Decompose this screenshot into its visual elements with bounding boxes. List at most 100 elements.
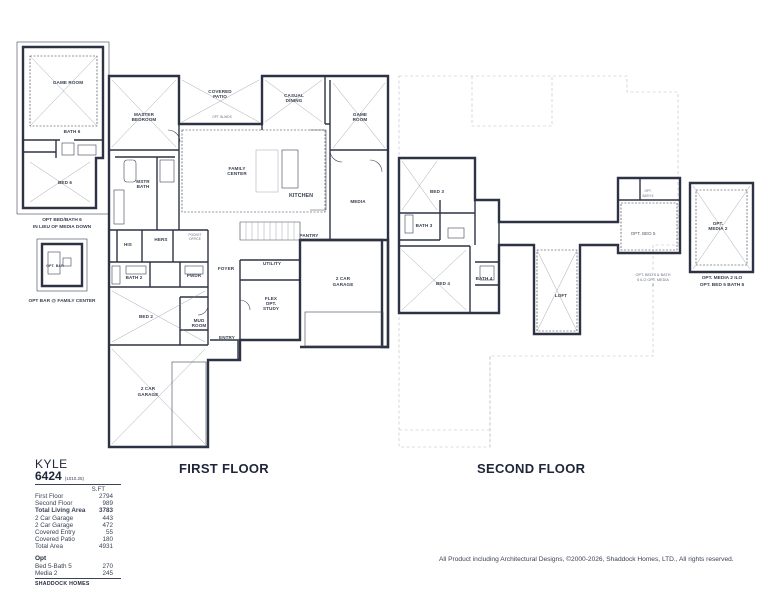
inset-bed6-caption-1: OPT BED/BATH 6 [42,217,82,223]
area-row: 2 Car Garage 443 [35,515,121,522]
second-floor-title: SECOND FLOOR [477,461,586,476]
plan-number-row: 6424 (1010.25) [35,470,121,483]
first-floor-plan: 2 CAR GARAGE [107,74,390,449]
inset-bed6-label: BED 6 [58,180,72,185]
pocket-office-label-2: OFFICE [189,237,201,241]
flex-label-1: FLEX [265,296,278,301]
area-row-label: Bed 5-Bath 5 [35,562,72,570]
garage-a-label-1: 2 CAR [141,386,156,391]
area-summary: KYLE 6424 (1010.25) S.FT First Floor 2794… [35,458,121,587]
bed2-label: BED 2 [139,314,153,319]
foyer-label: FOYER [218,266,235,271]
garage-a-label-2: GARAGE [138,392,159,397]
area-row: Covered Patio 180 [35,536,121,543]
master-bedroom-label-2: BEDROOM [132,117,157,122]
media-label: MEDIA [350,199,366,204]
family-center-label-2: CENTER [227,171,247,176]
second-floor-plan [397,75,755,448]
game-room-label-2: ROOM [353,117,368,122]
first-floor-title: FIRST FLOOR [179,461,269,476]
area-row-label: 2 Car Garage [35,514,74,522]
flex-label-2: OPT. [266,301,277,306]
plan-name: KYLE [35,457,68,471]
opt-blinds-label: OPT. BLINDS [212,115,231,119]
entry-label: ENTRY [219,335,235,340]
area-row-value: 2794 [98,493,113,500]
area-row-value: 443 [102,514,113,522]
loft-label: LOFT [555,293,567,298]
options-header: Opt [35,554,47,562]
casual-dining-label-2: DINING [286,98,303,103]
sqft-header: S.FT [91,486,105,493]
mstr-bath-label-2: BATH [137,184,150,189]
area-row-label: 2 Car Garage [35,521,74,529]
covered-patio-label-1: COVERED [208,89,232,94]
utility-label: UTILITY [263,261,281,266]
bath2-label: BATH 2 [126,275,143,280]
area-row: Covered Entry 55 [35,529,121,536]
inset-opt-bed6: GAME ROOM BATH 6 BED 6 [16,41,110,215]
game-room-label-1: GAME [353,112,367,117]
brand-name: SHADDOCK HOMES [35,580,90,587]
covered-patio-label-2: PATIO [213,94,227,99]
area-row-label: Covered Patio [35,536,75,544]
area-row-value: 4931 [98,543,113,551]
opt-bath5-label-1: OPT. [644,189,651,193]
area-row: Bed 5-Bath 5 270 [35,563,121,570]
area-row-label: First Floor [35,493,64,500]
area-row: Second Floor 989 [35,500,121,507]
divider [35,484,121,485]
opt-media2-caption-1: OPT. MEDIA 2 ILO [702,275,743,281]
opt-bed5-label: OPT. BED 5 [631,231,656,236]
inset-opt-bar: OPT. BAR [36,238,88,292]
mud-room-label-1: MUD [194,318,205,323]
area-row-label: Total Living Area [35,507,86,515]
garage-b-label-1: 2 CAR [336,276,351,281]
area-row-label: Media 2 [35,569,58,577]
pocket-office-label-1: POCKET [188,233,201,237]
area-row-label: Second Floor [35,500,73,508]
bath4-label: BATH 4 [476,276,493,281]
his-label: HIS [124,242,132,247]
area-row-label: Total Area [35,543,64,551]
inset-game-room-label: GAME ROOM [53,80,83,85]
opt-bed5-note-1: OPT. BED 5 & BATH [636,273,671,277]
mud-room-label-2: ROOM [192,323,207,328]
master-bedroom-label-1: MASTER [134,112,155,117]
bed3-label: BED 3 [430,189,444,194]
divider [35,578,121,580]
area-row: First Floor 2794 [35,493,121,500]
opt-media2-label-2: MEDIA 2 [708,226,728,231]
area-row-value: 55 [105,529,113,537]
inset-opt-bar-label: OPT. BAR [46,264,64,268]
bed4-label: BED 4 [436,281,450,286]
pantry-label: PANTRY [300,233,319,238]
inset-bath6-label: BATH 6 [64,129,81,134]
opt-bed5-note-2: 5 ILO OPT. MEDIA [637,278,669,282]
area-row-value: 3783 [98,507,113,515]
area-row-value: 989 [102,500,113,508]
area-row-value: 180 [102,536,113,544]
inset-bed6-caption-2: IN LIEU OF MEDIA DOWN [33,224,92,230]
area-row: 2 Car Garage 472 [35,522,121,529]
area-row-value: 270 [102,562,113,570]
opt-media2-label-1: OPT. [713,221,724,226]
area-row-label: Covered Entry [35,529,76,537]
copyright-notice: All Product including Architectural Desi… [439,556,734,563]
plan-number: 6424 [35,469,62,483]
plan-code: (1010.25) [64,476,84,481]
area-row-value: 472 [102,521,113,529]
bath3-label: BATH 3 [416,223,433,228]
family-center-label-1: FAMILY [228,166,245,171]
pwdr-label: PWDR [187,273,202,278]
flex-label-3: STUDY [263,306,279,311]
opt-bed5-note-3: 2 [652,283,654,287]
inset-bar-caption: OPT BAR @ FAMILY CENTER [28,298,96,304]
area-row: Total Area 4931 [35,543,121,550]
casual-dining-label-1: CASUAL [284,93,304,98]
area-row: Total Living Area 3783 [35,507,121,514]
